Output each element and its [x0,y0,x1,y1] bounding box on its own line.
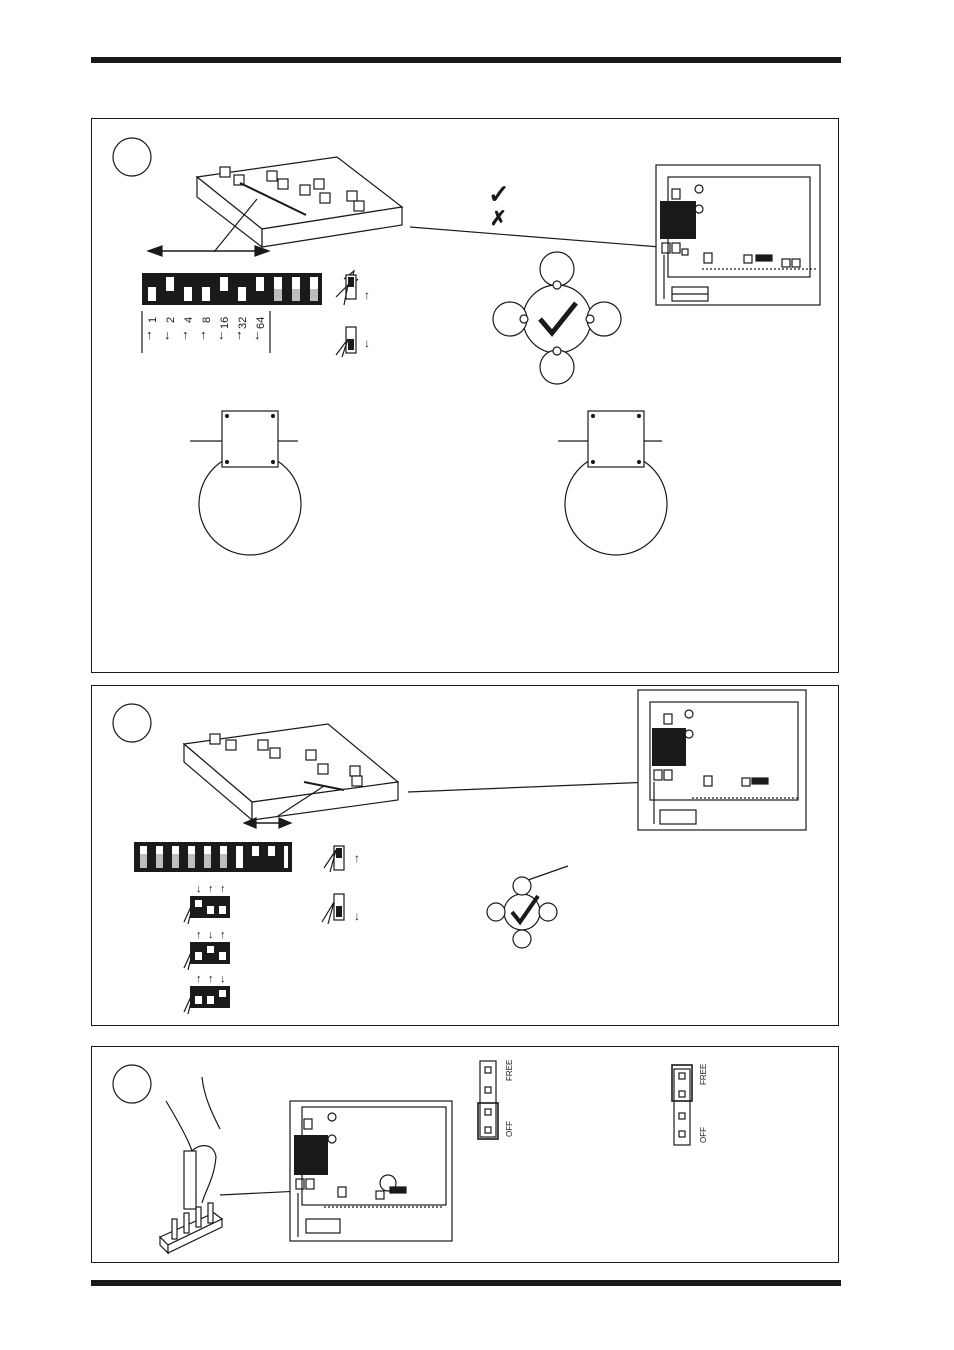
dip-arrow-2: ↓ [164,327,171,342]
dip-label-4: 4 [183,317,195,323]
dip-triplet-1 [183,896,230,925]
panel-dip-mode: ↓ ↑ ↑ ↑ ↓ ↑ ↑ ↑ ↓ [91,685,839,1026]
triplet2-arrow-2: ↓ [208,929,214,941]
dip-switch-block [182,723,400,822]
detector-loop-right [558,410,668,556]
dip-arrow-6: ↑ [236,327,243,342]
switch-off-arrow: ↓ [364,336,370,350]
dip-triplet-2 [183,942,230,971]
dip-switch-row [134,842,292,872]
switch-off-legend [335,326,357,358]
triplet3-arrow-3: ↓ [220,973,226,985]
panel-dip-address: 1 2 4 8 16 32 64 ↑ ↓ ↑ ↑ ↓ ↑ ↓ ↑ ↓ ✓ ✗ [91,118,839,673]
jumper2-free-label: FREE [699,1064,708,1085]
switch-on-arrow: ↑ [364,288,370,302]
jumper1-free-label: FREE [505,1060,514,1081]
dip-label-1: 1 [147,317,159,323]
triplet1-arrow-1: ↓ [196,883,202,895]
double-arrow [146,245,271,257]
cross-icon: ✗ [490,208,507,230]
control-board [289,1100,453,1242]
dip-label-2: 2 [165,317,177,323]
step-circle [112,137,152,177]
jumper2-off-label: OFF [699,1127,708,1143]
switch-off-arrow: ↓ [354,909,360,923]
detector-loop-left [190,410,302,556]
dip-triplet-3 [183,986,230,1015]
dip-arrow-7: ↓ [254,327,261,342]
panel-jumper: FREE OFF FREE OFF [91,1046,839,1263]
bottom-rule [91,1280,841,1286]
triplet1-arrow-3: ↑ [220,883,226,895]
control-board [637,689,807,831]
triplet2-arrow-1: ↑ [196,929,202,941]
switch-on-arrow: ↑ [354,851,360,865]
dip-label-64: 64 [255,317,267,329]
double-arrow [242,817,293,829]
dip-label-8: 8 [201,317,213,323]
dip-switch-row [142,273,322,305]
dip-arrow-5: ↓ [218,327,225,342]
jumper-option-free [671,1064,693,1146]
dip-switch-block [195,156,404,249]
triplet2-arrow-3: ↑ [220,929,226,941]
switch-off-legend [321,893,345,925]
dip-arrow-3: ↑ [182,327,189,342]
switch-on-legend [335,269,359,306]
triplet1-arrow-2: ↑ [208,883,214,895]
dip-arrow-4: ↑ [200,327,207,342]
checkmark-icon: ✓ [488,179,510,209]
step-circle [112,703,152,743]
hand-jumper-icon [158,1076,224,1255]
step-circle [112,1064,152,1104]
sensor-cluster [492,251,622,385]
control-board [655,164,821,306]
top-rule [91,57,841,63]
dip-arrow-1: ↑ [146,327,153,342]
triplet3-arrow-1: ↑ [196,973,202,985]
jumper1-off-label: OFF [505,1121,514,1137]
triplet3-arrow-2: ↑ [208,973,214,985]
jumper-option-off [477,1060,499,1140]
sensor-cluster [486,865,569,949]
switch-on-legend [323,845,345,873]
dip-label-32: 32 [237,317,249,329]
dip-label-16: 16 [219,317,231,329]
